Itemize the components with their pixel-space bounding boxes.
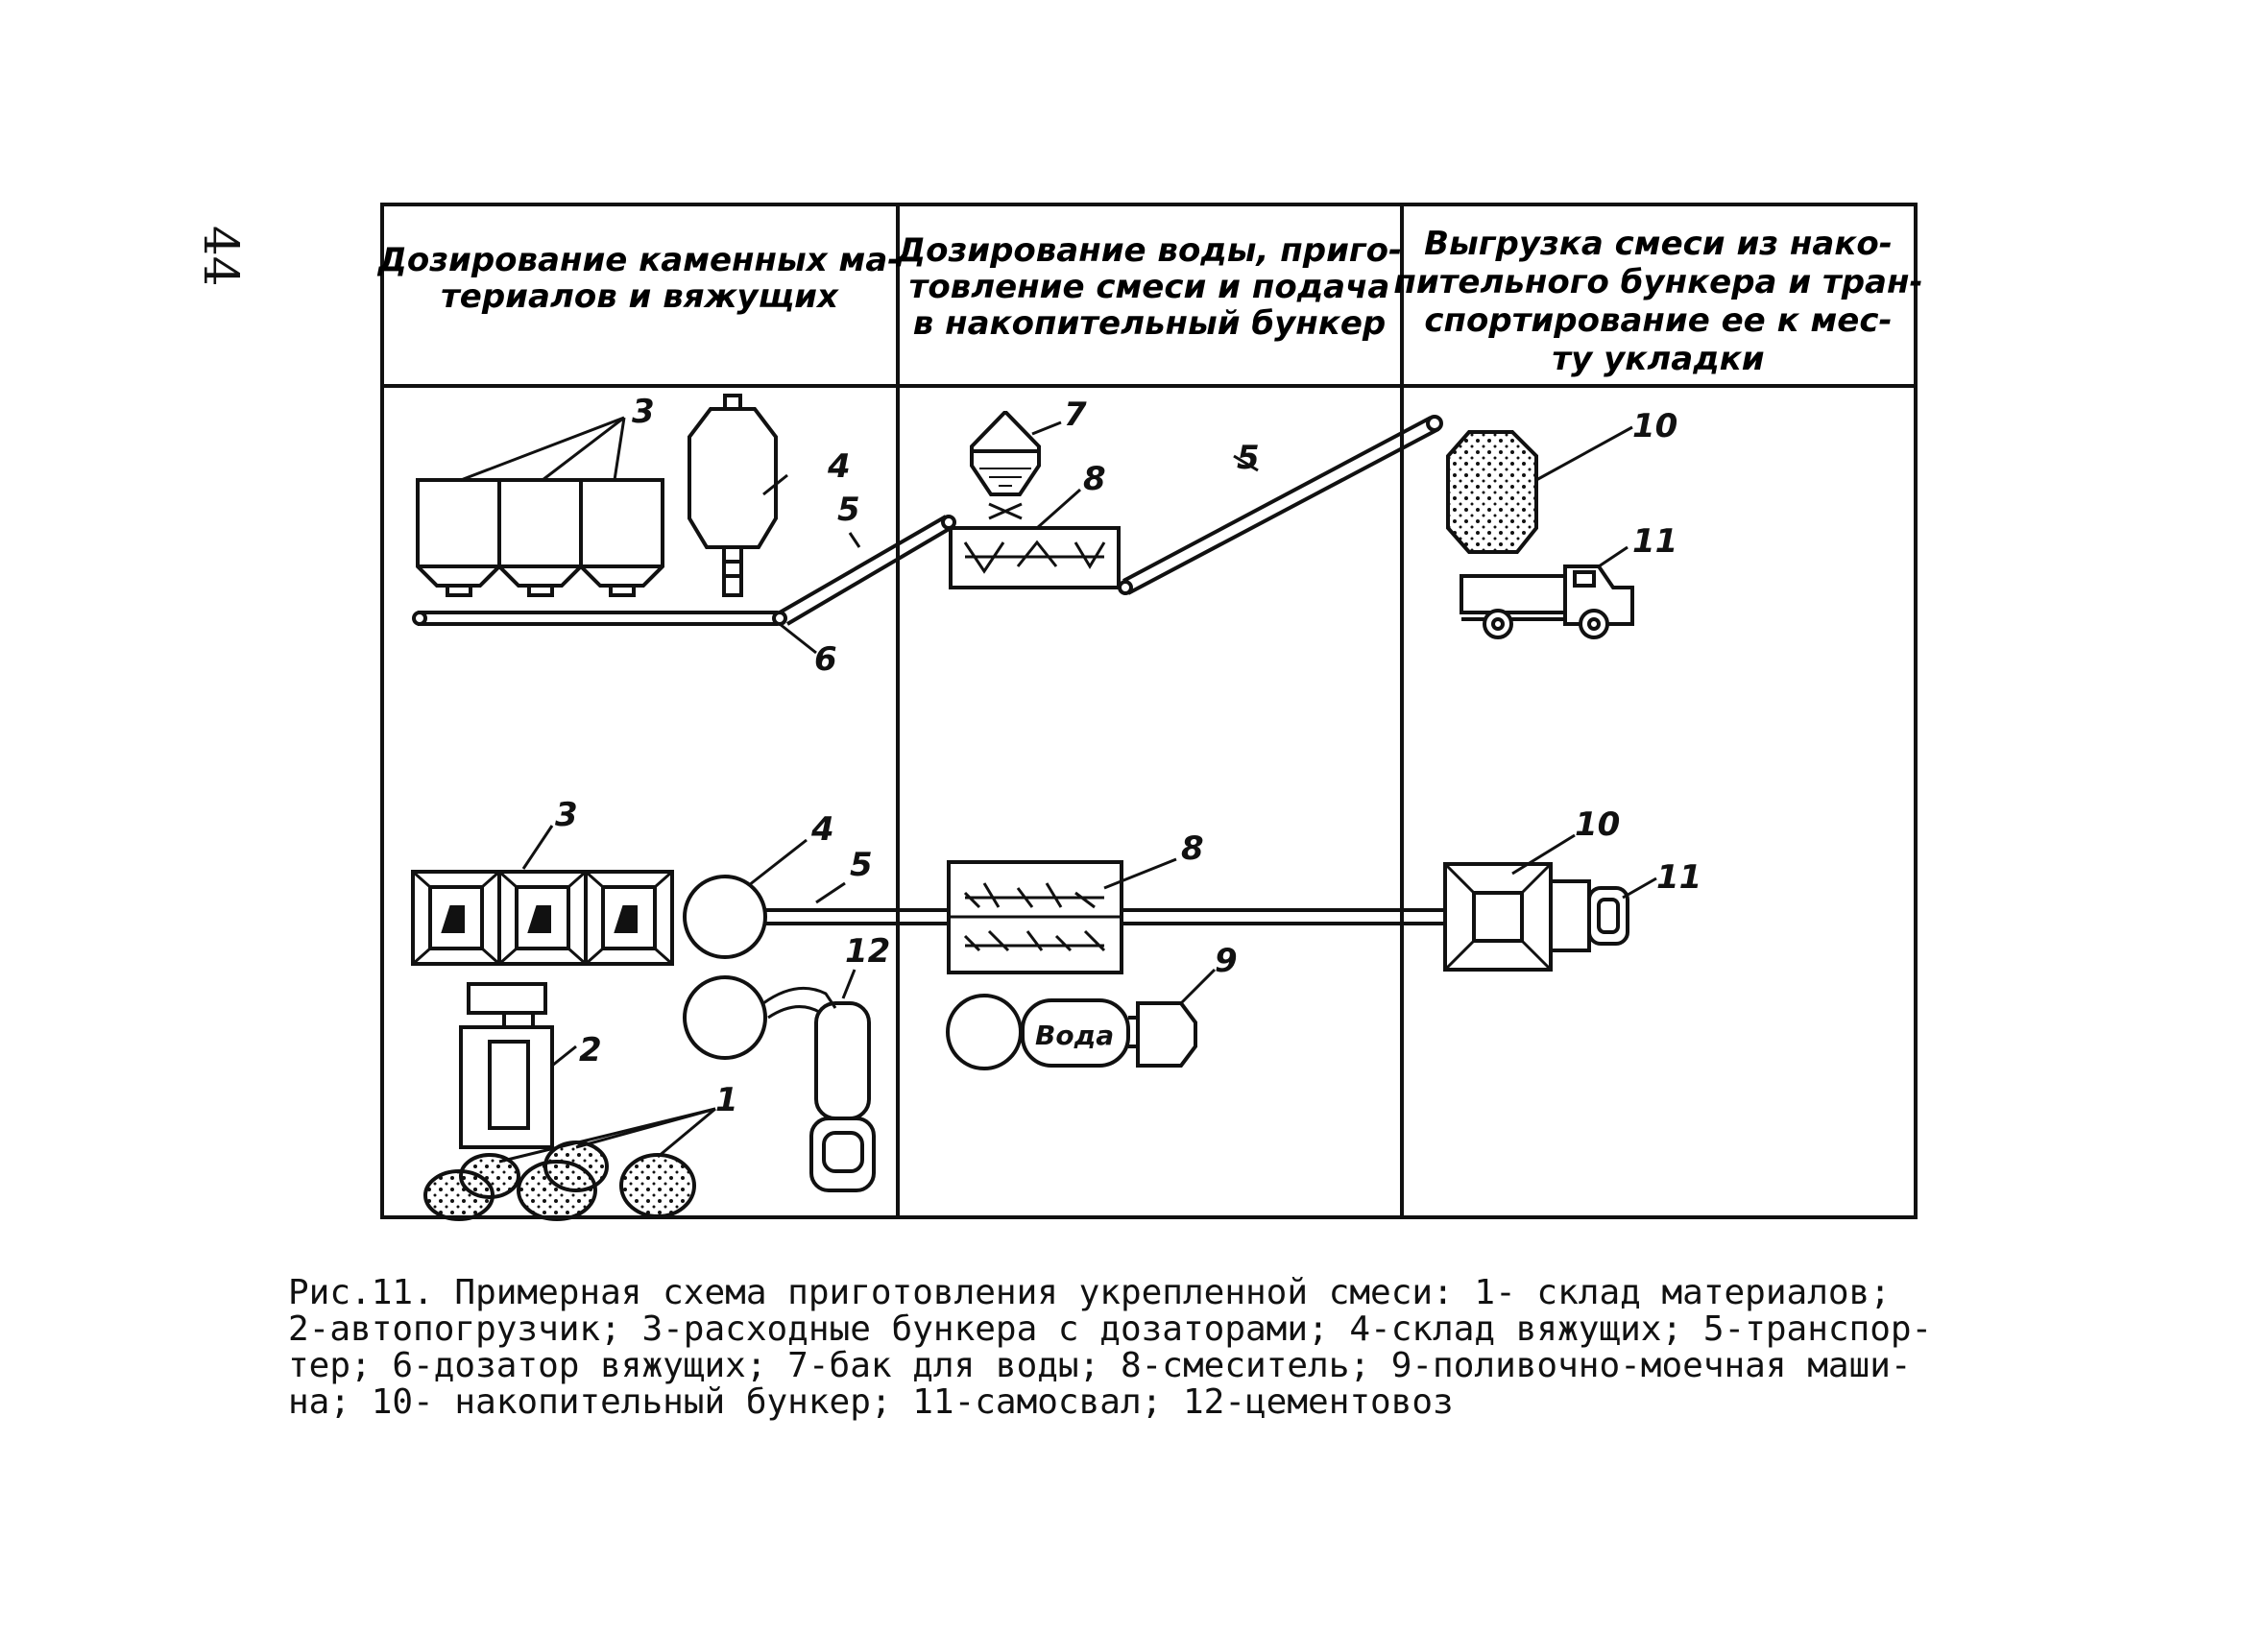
header-line: териалов и вяжущих — [441, 277, 839, 316]
conveyor-1 — [412, 515, 956, 655]
caption-line: на; 10- накопительный бункер; 11-самосва… — [288, 1382, 1454, 1422]
column-header-2: Дозирование воды, приго- товление смеси … — [896, 231, 1402, 343]
label-11: 11 — [1632, 522, 1677, 561]
header-line: спортирование ее к мес- — [1424, 301, 1892, 340]
conveyor-2 — [1118, 415, 1443, 595]
labels: 3 4 5 6 7 8 5 10 11 3 4 5 12 2 1 8 9 10 … — [555, 393, 1701, 1119]
table-frame — [380, 203, 1918, 1219]
label-2: 2 — [579, 1031, 602, 1069]
dosing-bunkers — [416, 478, 664, 597]
cement-truck-plan — [809, 969, 876, 1192]
label-3: 3 — [555, 796, 578, 834]
caption-line: тер; 6-дозатор вяжущих; 7-бак для воды; … — [288, 1346, 1912, 1385]
silos-plan — [683, 838, 837, 1060]
label-9: 9 — [1215, 942, 1238, 980]
water-tank — [970, 411, 1062, 520]
binder-silo — [688, 394, 788, 597]
mixer-plan — [947, 857, 1177, 974]
header-line: в накопительный бункер — [913, 304, 1386, 343]
label-12: 12 — [845, 932, 890, 971]
header-line: Выгрузка смеси из нако- — [1424, 225, 1893, 263]
label-5: 5 — [1237, 439, 1260, 477]
mixer-elevation — [949, 488, 1121, 589]
loader-plan — [459, 982, 577, 1149]
dump-truck-elevation — [1460, 545, 1634, 639]
label-8: 8 — [1181, 829, 1204, 868]
column-header-1: Дозирование каменных ма- териалов и вяжу… — [377, 241, 902, 316]
header-line: пительного бункера и тран- — [1393, 263, 1922, 301]
label-10: 10 — [1575, 805, 1620, 844]
header-line: Дозирование каменных ма- — [377, 241, 902, 279]
figure-caption: Рис.11. Примерная схема приготовления ук… — [288, 1275, 2045, 1421]
label-7: 7 — [1064, 396, 1087, 434]
dump-truck-plan — [1549, 877, 1657, 952]
column-header-3: Выгрузка смеси из нако- пительного бунке… — [1393, 225, 1922, 378]
stockpiles — [423, 1107, 716, 1221]
label-10: 10 — [1632, 407, 1677, 445]
elevation-view — [412, 394, 1634, 655]
plan-view — [411, 825, 1657, 1221]
dosing-bunkers-plan — [411, 825, 674, 966]
label-5: 5 — [850, 846, 873, 884]
label-5: 5 — [837, 491, 860, 529]
header-line: Дозирование воды, приго- — [896, 231, 1402, 270]
label-6: 6 — [814, 640, 837, 679]
caption-line: 2-автопогрузчик; 3-расходные бункера с д… — [288, 1309, 1933, 1349]
label-4: 4 — [827, 447, 851, 486]
water-label: Вода — [1035, 1020, 1114, 1051]
label-11: 11 — [1656, 858, 1701, 897]
sprinkler-truck-plan — [946, 968, 1217, 1070]
header-line: ту укладки — [1552, 340, 1764, 378]
label-3: 3 — [632, 393, 655, 431]
label-4: 4 — [810, 810, 834, 849]
storage-bunker-elevation — [1446, 425, 1633, 554]
header-line: товление смеси и подача — [909, 268, 1390, 306]
leader-3 — [460, 416, 626, 482]
label-1: 1 — [715, 1081, 738, 1119]
label-8: 8 — [1083, 460, 1106, 498]
caption-line: Рис.11. Примерная схема приготовления ук… — [288, 1273, 1891, 1312]
